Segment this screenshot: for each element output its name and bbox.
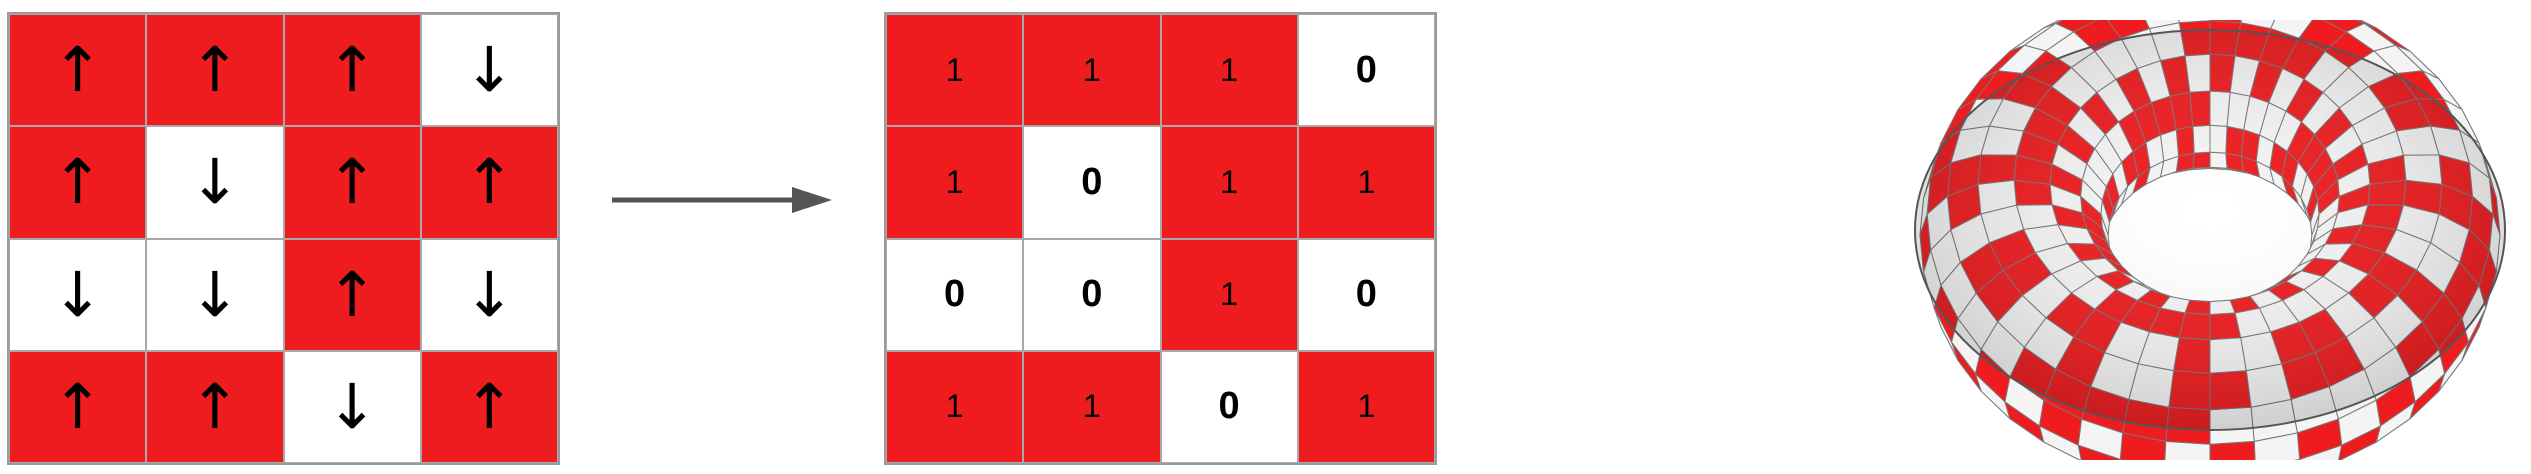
bit-cell: 0 xyxy=(1023,126,1161,239)
spin-cell: ↑ xyxy=(9,350,147,463)
up-arrow-icon: ↑ xyxy=(326,257,379,331)
bit-value: 0 xyxy=(1355,273,1377,316)
spin-cell: ↓ xyxy=(146,238,284,351)
bit-value: 1 xyxy=(1220,276,1239,313)
bit-value: 1 xyxy=(1220,163,1239,200)
checkered-torus-icon xyxy=(1914,20,2506,460)
spin-cell: ↓ xyxy=(283,350,421,463)
bit-cell: 1 xyxy=(1297,126,1435,239)
up-arrow-icon: ↑ xyxy=(51,33,104,107)
bit-value: 1 xyxy=(1082,51,1101,88)
bit-value: 0 xyxy=(944,273,966,316)
bit-cell: 1 xyxy=(1023,350,1161,463)
up-arrow-icon: ↑ xyxy=(188,369,241,443)
spin-cell: ↑ xyxy=(420,350,558,463)
down-arrow-icon: ↓ xyxy=(51,257,104,331)
bit-value: 1 xyxy=(1357,388,1376,425)
spin-cell: ↑ xyxy=(146,350,284,463)
bit-value: 1 xyxy=(945,51,964,88)
bit-value: 1 xyxy=(1082,388,1101,425)
spin-cell: ↓ xyxy=(420,14,558,127)
up-arrow-icon: ↑ xyxy=(326,33,379,107)
spin-cell: ↓ xyxy=(9,238,147,351)
bit-cell: 0 xyxy=(1023,238,1161,351)
spin-cell: ↑ xyxy=(9,14,147,127)
spin-cell: ↑ xyxy=(420,126,558,239)
bit-value: 0 xyxy=(1081,273,1103,316)
bit-cell: 1 xyxy=(1160,14,1298,127)
bit-value: 0 xyxy=(1081,160,1103,203)
bit-cell: 1 xyxy=(1023,14,1161,127)
down-arrow-icon: ↓ xyxy=(463,33,516,107)
up-arrow-icon: ↑ xyxy=(51,145,104,219)
bit-grid: 1 1 1 0 1 0 1 1 0 0 1 0 1 1 0 1 xyxy=(884,12,1437,465)
spin-cell: ↓ xyxy=(146,126,284,239)
down-arrow-icon: ↓ xyxy=(188,257,241,331)
right-arrow-icon xyxy=(612,187,832,213)
down-arrow-icon: ↓ xyxy=(188,145,241,219)
spin-cell: ↓ xyxy=(420,238,558,351)
bit-value: 1 xyxy=(1220,51,1239,88)
bit-cell: 0 xyxy=(1160,350,1298,463)
bit-value: 0 xyxy=(1218,385,1240,428)
bit-value: 1 xyxy=(1357,163,1376,200)
bit-cell: 1 xyxy=(1160,238,1298,351)
up-arrow-icon: ↑ xyxy=(326,145,379,219)
spin-cell: ↑ xyxy=(146,14,284,127)
bit-cell: 1 xyxy=(1160,126,1298,239)
bit-value: 1 xyxy=(945,163,964,200)
spin-cell: ↑ xyxy=(9,126,147,239)
up-arrow-icon: ↑ xyxy=(463,145,516,219)
spin-cell: ↑ xyxy=(283,126,421,239)
bit-value: 1 xyxy=(945,388,964,425)
up-arrow-icon: ↑ xyxy=(51,369,104,443)
bit-cell: 1 xyxy=(886,14,1024,127)
bit-cell: 0 xyxy=(1297,238,1435,351)
bit-cell: 0 xyxy=(1297,14,1435,127)
bit-cell: 0 xyxy=(886,238,1024,351)
bit-cell: 1 xyxy=(886,126,1024,239)
bit-cell: 1 xyxy=(886,350,1024,463)
bit-cell: 1 xyxy=(1297,350,1435,463)
spin-cell: ↑ xyxy=(283,14,421,127)
down-arrow-icon: ↓ xyxy=(326,369,379,443)
down-arrow-icon: ↓ xyxy=(463,257,516,331)
spin-grid: ↑ ↑ ↑ ↓ ↑ ↓ ↑ ↑ ↓ ↓ ↑ ↓ ↑ ↑ ↓ ↑ xyxy=(7,12,560,465)
up-arrow-icon: ↑ xyxy=(463,369,516,443)
bit-value: 0 xyxy=(1355,48,1377,91)
up-arrow-icon: ↑ xyxy=(188,33,241,107)
spin-cell: ↑ xyxy=(283,238,421,351)
